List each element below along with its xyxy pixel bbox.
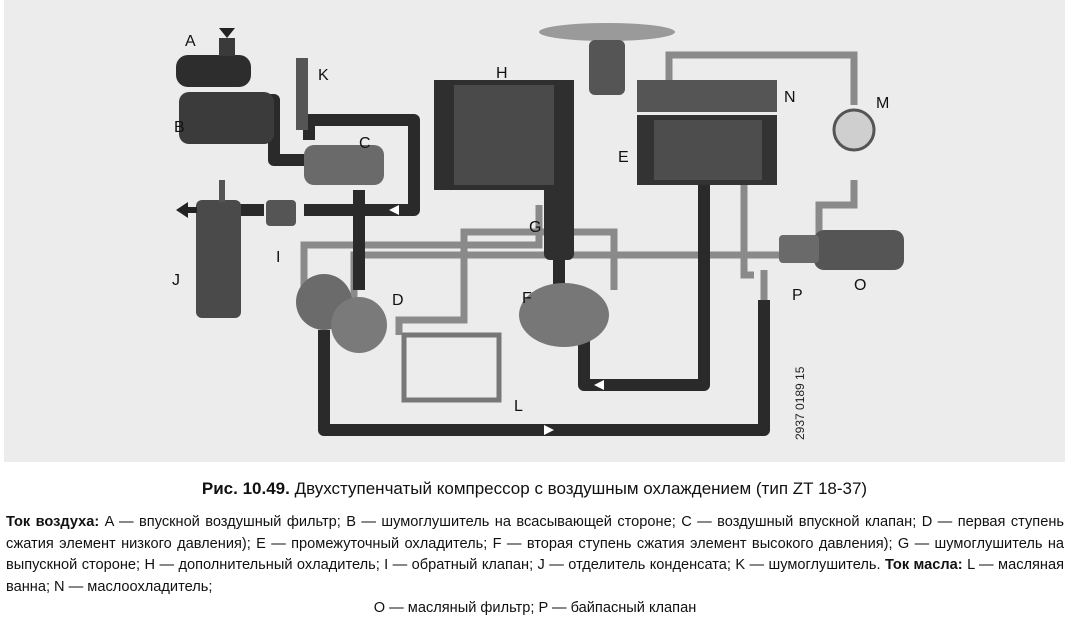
discharge-silencer [544, 185, 574, 260]
intake-air-filter [176, 28, 251, 87]
label-a: A [185, 33, 196, 50]
thermostatic-valve [832, 108, 876, 152]
label-j: J [172, 272, 180, 289]
figure-caption: Рис. 10.49. Двухступенчатый компрессор с… [0, 478, 1069, 500]
air-title: Ток воздуха: [6, 514, 100, 530]
label-p: P [792, 287, 803, 304]
label-b: B [174, 119, 185, 136]
air-text: A — впускной воздушный фильтр; B — шумог… [6, 514, 1064, 574]
intercooler [637, 115, 777, 185]
condensate-separator [176, 180, 241, 318]
label-i: I [276, 249, 280, 266]
label-c: C [359, 135, 371, 152]
label-f: F [522, 290, 532, 307]
figure-code: 2937 0189 15 [793, 366, 807, 440]
label-n: N [784, 89, 796, 106]
label-g: G [529, 219, 541, 236]
label-h: H [496, 65, 508, 82]
caption-prefix: Рис. 10.49. [201, 479, 290, 498]
silencer-k [296, 58, 308, 130]
high-pressure-stage [519, 283, 609, 347]
label-l: L [514, 398, 523, 415]
label-d: D [392, 292, 404, 309]
oil-text-last: O — масляный фильтр; P — байпасный клапа… [373, 600, 697, 617]
label-o: O [854, 277, 866, 294]
oil-sump [401, 332, 502, 403]
caption-text: Двухступенчатый компрессор с воздушным о… [289, 479, 868, 498]
oil-title: Ток масла: [884, 557, 963, 574]
oil-filter [814, 230, 904, 270]
air-inlet-valve [304, 145, 384, 185]
oil-text: L — масляная ванна; N — маслоохладитель; [6, 557, 1065, 595]
label-e: E [618, 149, 629, 166]
label-m: M [876, 95, 889, 112]
oil-cooler [637, 80, 777, 112]
label-k: K [318, 67, 329, 84]
check-valve [266, 200, 296, 226]
aftercooler [434, 80, 574, 190]
low-pressure-stage [296, 274, 387, 353]
suction-silencer [179, 92, 274, 144]
cooling-fan [539, 23, 675, 95]
figure-legend: Ток воздуха: A — впускной воздушный филь… [6, 512, 1064, 620]
compressor-diagram: A B C D E F G H I J K L M N O P 2937 018… [4, 0, 1065, 462]
bypass-valve [779, 235, 819, 263]
